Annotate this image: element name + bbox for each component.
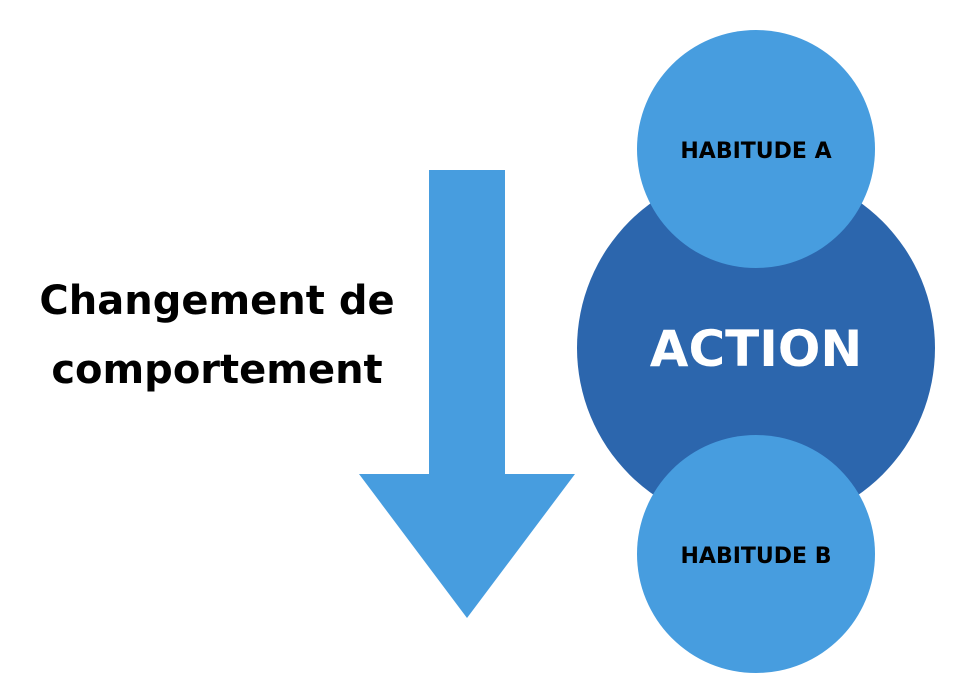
- habit-a-label: HABITUDE A: [680, 139, 831, 164]
- habit-b-circle: [637, 435, 875, 673]
- habit-a-circle: [637, 30, 875, 268]
- down-arrow: [359, 170, 575, 618]
- action-circle: [577, 169, 935, 527]
- behavior-change-label-line2: comportement: [51, 347, 382, 393]
- behavior-change-label-line1: Changement de: [39, 278, 394, 324]
- habit-b-label: HABITUDE B: [681, 544, 832, 569]
- action-label: ACTION: [650, 320, 862, 378]
